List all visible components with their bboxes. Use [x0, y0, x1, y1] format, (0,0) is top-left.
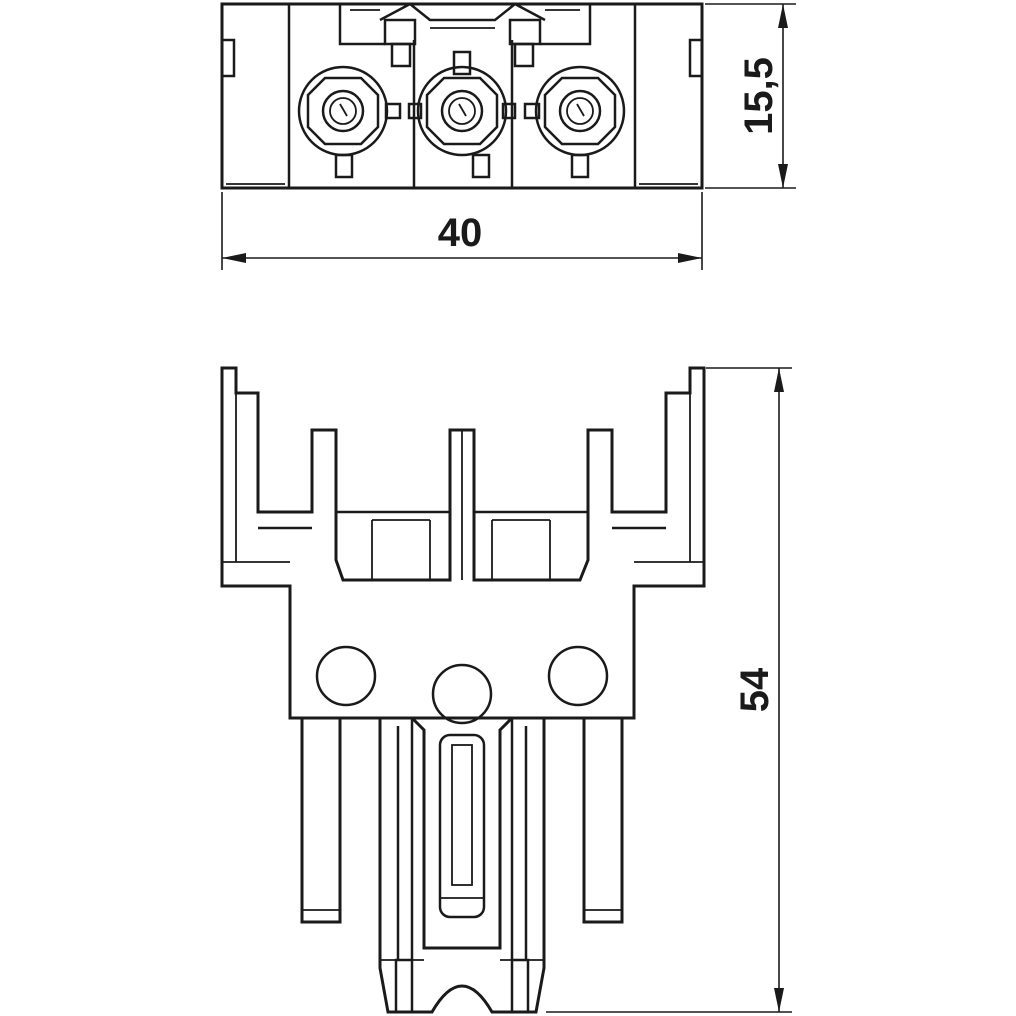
center-slot	[438, 733, 486, 919]
dimension-label-side-height: 54	[733, 667, 777, 712]
side-view	[220, 366, 706, 1014]
dimension-label-top-height: 15,5	[737, 57, 781, 135]
lower-leg-left	[300, 716, 342, 924]
left-clip-tab	[220, 38, 236, 78]
contact-housing	[378, 716, 546, 1014]
terminal-left	[297, 65, 402, 179]
dimension-label-width: 40	[438, 211, 483, 255]
hole-right	[547, 645, 609, 707]
top-view-outline	[220, 2, 704, 190]
lower-leg-right	[582, 716, 624, 924]
top-view	[220, 2, 704, 190]
dimension-width: 40	[221, 192, 703, 270]
dimension-height-side: 54	[546, 367, 792, 1013]
hole-left	[315, 645, 377, 707]
hole-middle	[431, 663, 493, 725]
right-clip-tab	[688, 38, 704, 78]
terminal-middle	[407, 50, 517, 179]
dimension-height-top: 15,5	[705, 3, 796, 189]
terminal-right	[523, 65, 626, 179]
side-view-outline	[220, 366, 706, 720]
